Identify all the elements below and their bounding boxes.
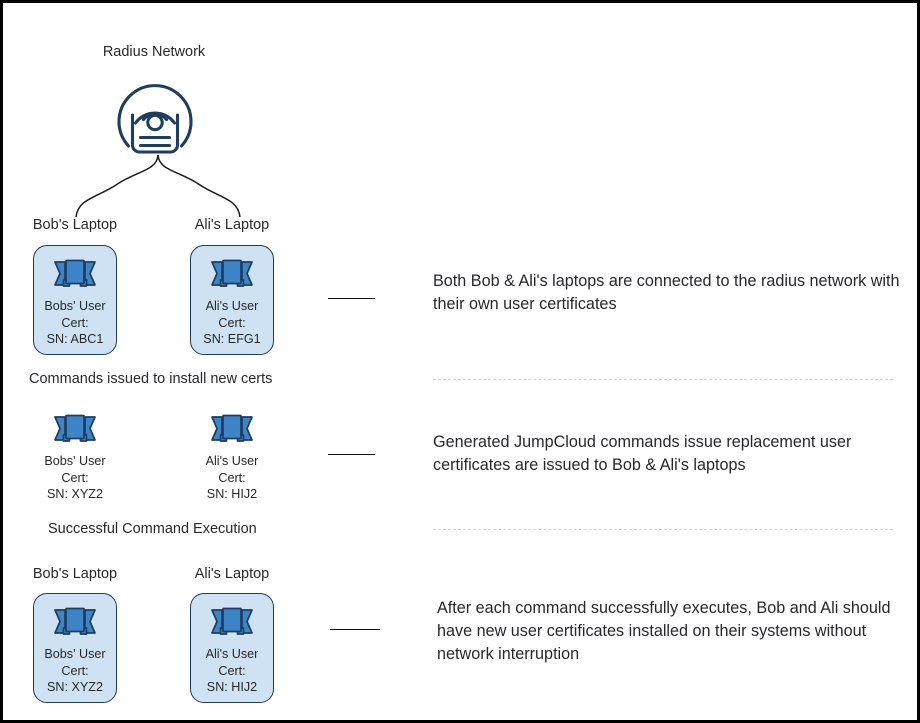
- stage-3-column-header-ali: Ali's Laptop: [194, 566, 270, 582]
- stage-1-column-header-ali: Ali's Laptop: [194, 217, 270, 233]
- device-card-bob-stage-1[interactable]: Bobs' User Cert: SN: ABC1: [33, 245, 117, 355]
- certificate-label: Bobs' User Cert: SN: ABC1: [44, 299, 106, 347]
- device-card-ali-stage-3[interactable]: Ali's User Cert: SN: HIJ2: [190, 593, 274, 703]
- certificate-label: Bobs' User Cert: SN: XYZ2: [44, 454, 106, 502]
- leader-line-stage-3: [330, 629, 380, 630]
- certificate-label: Ali's User Cert: SN: HIJ2: [205, 454, 259, 502]
- certificate-ribbon-icon: [53, 413, 97, 447]
- stage-2-description: Generated JumpCloud commands issue repla…: [433, 433, 852, 474]
- wifi-router-icon: [108, 67, 202, 161]
- certificate-ribbon-icon: [210, 606, 254, 640]
- certificate-label: Ali's User Cert: SN: EFG1: [203, 299, 261, 347]
- certificate-ribbon-icon: [210, 258, 254, 292]
- certificate-label: Ali's User Cert: SN: HIJ2: [205, 647, 259, 695]
- divider-2: [433, 529, 893, 530]
- leader-line-stage-2: [328, 454, 375, 455]
- stage-1-description: Both Bob & Ali's laptops are connected t…: [433, 272, 900, 313]
- certificate-ribbon-icon: [53, 258, 97, 292]
- device-card-bob-stage-3[interactable]: Bobs' User Cert: SN: XYZ2: [33, 593, 117, 703]
- certificate-label: Bobs' User Cert: SN: XYZ2: [44, 647, 106, 695]
- stage-1-column-header-bob: Bob's Laptop: [32, 217, 118, 233]
- diagram-canvas: Radius Network: [3, 3, 917, 720]
- network-connector-lines: [58, 154, 258, 218]
- device-card-ali-stage-1[interactable]: Ali's User Cert: SN: EFG1: [190, 245, 274, 355]
- divider-1: [433, 379, 893, 380]
- radius-network-title: Radius Network: [102, 44, 206, 60]
- device-card-bob-stage-2[interactable]: Bobs' User Cert: SN: XYZ2: [27, 403, 123, 513]
- leader-line-stage-1: [328, 298, 375, 299]
- device-card-ali-stage-2[interactable]: Ali's User Cert: SN: HIJ2: [184, 403, 280, 513]
- certificate-ribbon-icon: [53, 606, 97, 640]
- stage-note-successful-execution: Successful Command Execution: [48, 521, 257, 537]
- certificate-ribbon-icon: [210, 413, 254, 447]
- stage-3-column-header-bob: Bob's Laptop: [32, 566, 118, 582]
- stage-3-description: After each command successfully executes…: [437, 599, 891, 663]
- stage-note-commands-issued: Commands issued to install new certs: [29, 371, 273, 387]
